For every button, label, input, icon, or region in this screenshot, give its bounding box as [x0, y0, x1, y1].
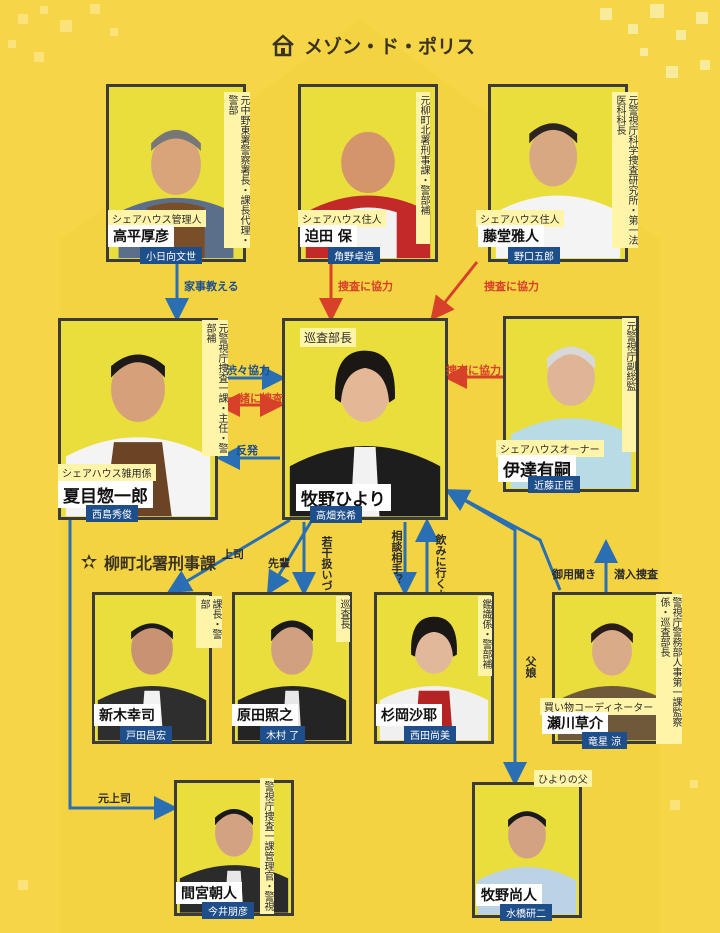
title-takahira: 元中野東署警察署長・課長代理・警部 [224, 92, 250, 248]
label-joushi: 上司 [222, 548, 244, 561]
name-sugioka: 杉岡沙耶 [376, 704, 442, 726]
name-fujido: 藤堂雅人 [478, 225, 544, 247]
house-icon [272, 34, 294, 57]
label-motojoushi: 元上司 [98, 792, 131, 805]
name-makino-father: 牧野尚人 [476, 884, 542, 906]
section-title: 柳町北署刑事課 [80, 550, 216, 574]
role-takahira: シェアハウス管理人 [108, 210, 206, 227]
name-mamiya: 間宮朝人 [176, 882, 242, 904]
label-shibushibu: 渋々協力 [226, 364, 270, 377]
label-sousa2: 捜査に協力 [484, 280, 539, 293]
actor-date: 近藤正臣 [528, 476, 580, 493]
actor-harada: 木村 了 [260, 726, 306, 743]
actor-araki: 戸田昌宏 [120, 726, 172, 743]
role-makino: 巡査部長 [300, 328, 357, 347]
actor-sugioka: 西田尚美 [404, 726, 456, 743]
label-hanpatsu: 反発 [236, 444, 258, 457]
actor-natsume: 西島秀俊 [86, 505, 138, 522]
label-goyou: 御用聞き [552, 568, 596, 581]
name-segawa: 瀬川草介 [542, 712, 608, 734]
label-soudan: 相談相手？ [390, 530, 403, 585]
label-kaji: 家事教える [184, 280, 239, 293]
role-segawa: 買い物コーディネーター [540, 698, 658, 715]
actor-sakota: 角野卓造 [328, 247, 380, 264]
label-issho: 一緒に捜査 [228, 392, 283, 405]
section-title-text: 柳町北署刑事課 [104, 554, 217, 573]
actor-fujido: 野口五郎 [508, 247, 560, 264]
label-nomini: 飲みに行くよ [434, 534, 447, 600]
actor-segawa: 竜星 涼 [582, 732, 628, 749]
role-fujido: シェアハウス住人 [476, 210, 564, 227]
page-title: メゾン・ド・ポリス [304, 35, 476, 58]
title-segawa: 警視庁警務部人事第一課監察係・巡査部長 [656, 594, 682, 744]
title-mamiya: 警視庁捜査一課管理官・警視 [260, 778, 274, 914]
label-sousa1: 捜査に協力 [338, 280, 393, 293]
actor-makino-father: 水橋研二 [500, 904, 552, 921]
actor-takahira: 小日向文世 [140, 247, 202, 264]
role-date: シェアハウスオーナー [496, 440, 604, 457]
label-sennyu: 潜入捜査 [614, 568, 658, 581]
role-sakota: シェアハウス住人 [298, 210, 386, 227]
title-sugioka: 鑑識係・警部補 [478, 596, 492, 676]
actor-mamiya: 今井朋彦 [202, 902, 254, 919]
role-makino-father: ひよりの父 [534, 770, 592, 787]
house-title: メゾン・ド・ポリス [270, 30, 475, 60]
title-sakota: 元柳町北署刑事課・警部補 [416, 92, 430, 244]
name-natsume: 夏目惣一郎 [58, 481, 153, 508]
actor-makino: 高畑充希 [310, 506, 362, 523]
label-sousa3: 捜査に協力 [446, 364, 501, 377]
name-sakota: 迫田 保 [300, 225, 357, 247]
title-natsume: 元警視庁捜査一課・主任・警部補 [202, 320, 228, 456]
role-natsume: シェアハウス雑用係 [58, 464, 156, 481]
name-harada: 原田照之 [232, 704, 298, 726]
label-chichi-musume: 父娘 [524, 656, 537, 678]
name-takahira: 高平厚彦 [108, 225, 174, 247]
title-harada: 巡査長 [336, 596, 350, 642]
police-emblem-icon [81, 554, 97, 569]
title-date: 元警視庁副総監 [622, 318, 636, 452]
label-senpai: 先輩 [268, 557, 290, 570]
name-araki: 新木幸司 [94, 704, 160, 726]
title-fujido: 元警視庁科学捜査研究所・第一法医科科長 [612, 92, 638, 248]
title-araki: 課長・警部 [196, 596, 222, 648]
